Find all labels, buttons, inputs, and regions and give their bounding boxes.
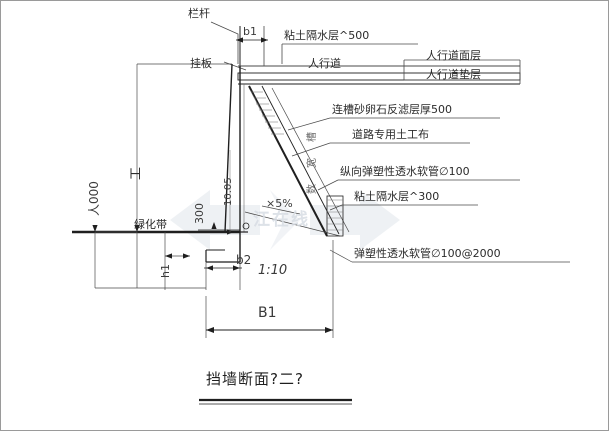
label-drain-pipe-spacing: 弹塑性透水软管∅100@2000 — [354, 247, 501, 260]
dim-b1-top: b1 — [243, 25, 257, 38]
label-green-belt: 绿化带 — [134, 218, 167, 231]
label-sidewalk: 人行道 — [308, 57, 341, 70]
label-hanging-panel: 挂板 — [190, 57, 212, 70]
slope-5-percent: ×5% — [266, 197, 293, 210]
label-sidewalk-surface: 人行道面层 — [426, 49, 481, 62]
label-geotextile: 道路专用土工布 — [352, 128, 429, 141]
dim-300: 300 — [193, 203, 206, 224]
dim-b2: b2 — [236, 253, 252, 267]
dim-left-height: 人000 — [87, 181, 101, 216]
label-longitudinal-pipe: 纵向弹塑性透水软管∅100 — [340, 165, 470, 178]
label-railing: 栏杆 — [188, 7, 210, 20]
drawing-title: 挡墙断面?二? — [206, 370, 304, 388]
dim-base-width: B1 — [258, 305, 277, 321]
dim-h1: h1 — [159, 264, 172, 278]
dim-1005: 10.05 — [223, 177, 234, 206]
label-slot-2: 宽 — [307, 158, 318, 168]
label-slot-3: 数 — [307, 184, 318, 194]
label-clay-waterproof-top: 粘土隔水层^500 — [284, 29, 370, 42]
mark-gong: 工 — [129, 166, 144, 180]
label-gravel-filter: 连槽砂卵石反滤层厚500 — [332, 103, 452, 116]
label-sidewalk-base: 人行道垫层 — [426, 68, 481, 81]
label-clay-waterproof-mid: 粘土隔水层^300 — [354, 190, 440, 203]
slope-1-10: 1:10 — [258, 263, 288, 278]
label-slot-1: 槽 — [307, 132, 318, 142]
